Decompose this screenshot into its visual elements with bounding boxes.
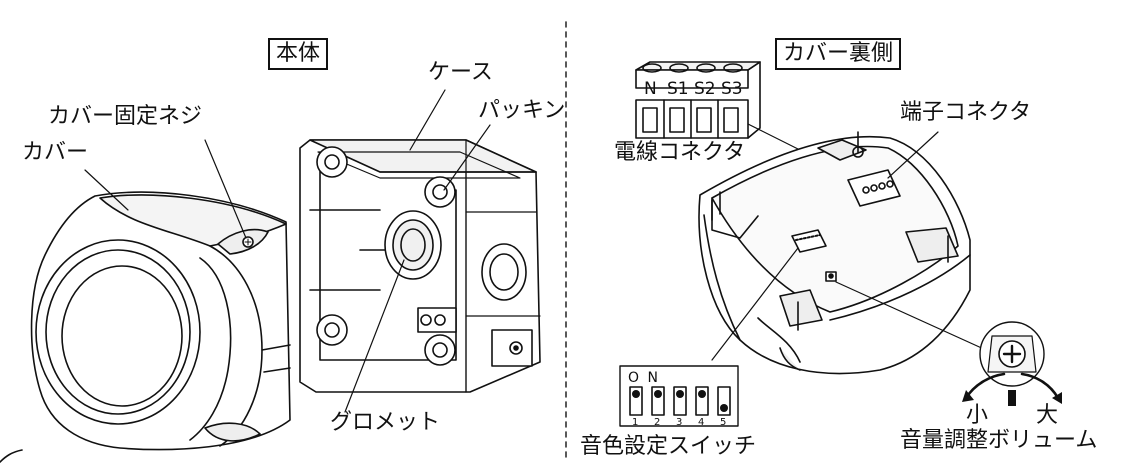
terminal-s3: S3 bbox=[721, 79, 743, 99]
terminal-s1: S1 bbox=[667, 79, 689, 99]
label-cover-screw: カバー固定ネジ bbox=[48, 104, 203, 129]
section-title-body: 本体 bbox=[268, 38, 329, 70]
dip-number: 2 bbox=[654, 417, 661, 428]
wire-connector-drawing bbox=[635, 61, 841, 171]
label-volume: 音量調整ボリューム bbox=[900, 428, 1098, 453]
terminal-s2: S2 bbox=[694, 79, 716, 99]
volume-large-label: 大 bbox=[1036, 403, 1059, 428]
label-case: ケース bbox=[428, 60, 493, 85]
label-terminal-connector: 端子コネクタ bbox=[900, 100, 1032, 125]
dip-number: 1 bbox=[632, 417, 639, 428]
label-packing: パッキン bbox=[478, 98, 566, 123]
dip-number: 4 bbox=[698, 417, 705, 428]
corner-arc bbox=[0, 449, 23, 463]
section-title-cover-back: カバー裏側 bbox=[775, 38, 902, 70]
label-sound-switch: 音色設定スイッチ bbox=[580, 434, 757, 459]
dip-on-label: O N bbox=[628, 370, 660, 386]
cover-back-drawing bbox=[698, 131, 971, 375]
volume-dial-zoom bbox=[962, 321, 1062, 406]
terminal-n: N bbox=[644, 79, 657, 99]
dip-switch-zoom bbox=[619, 365, 739, 427]
leader-lines-left bbox=[84, 89, 491, 413]
volume-small-label: 小 bbox=[966, 403, 989, 428]
label-grommet: グロメット bbox=[330, 410, 441, 435]
cover-drawing bbox=[30, 191, 291, 451]
dip-number: 5 bbox=[720, 417, 727, 428]
label-cover: カバー bbox=[22, 140, 89, 165]
case-drawing bbox=[299, 139, 541, 393]
leader-lines-right bbox=[711, 131, 987, 361]
label-wire-connector: 電線コネクタ bbox=[614, 140, 746, 165]
dip-number: 3 bbox=[676, 417, 683, 428]
